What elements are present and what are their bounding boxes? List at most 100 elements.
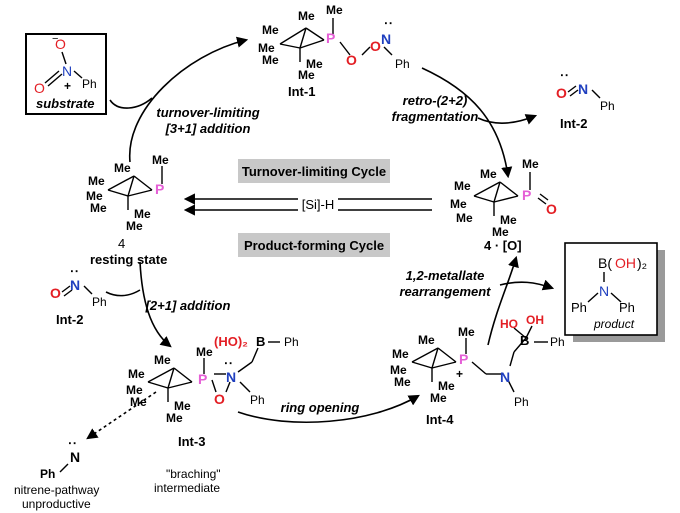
int1-o2: O bbox=[370, 38, 381, 54]
int4-p: P bbox=[459, 351, 468, 367]
catalyst-4-structure: Me Me Me Me Me Me Me P 4 resting state bbox=[86, 153, 169, 267]
silane-reduction-arrows: [Si]-H bbox=[183, 193, 432, 216]
int4-n-ph: Ph bbox=[514, 395, 529, 409]
int2-top-n: N bbox=[578, 81, 588, 97]
substrate-box-frame bbox=[25, 33, 107, 115]
int1-o1: O bbox=[346, 52, 357, 68]
arrow-int2-entry bbox=[105, 289, 141, 297]
cat-number: 4 bbox=[118, 236, 125, 251]
int2-left-colon: : bbox=[68, 269, 83, 273]
int1-n-colon: : bbox=[382, 21, 397, 25]
int3-structure: Me Me Me Me Me Me Me P O : N Ph (HO)₂ B … bbox=[126, 334, 299, 495]
int1-ph: Ph bbox=[395, 57, 410, 71]
ox-me3: Me bbox=[450, 197, 467, 211]
cat-me1: Me bbox=[88, 174, 105, 188]
int1-n: N bbox=[381, 31, 391, 47]
int2-left-ph: Ph bbox=[92, 295, 107, 309]
int3-me-p: Me bbox=[196, 345, 213, 359]
int1-me2: Me bbox=[298, 9, 315, 23]
cat-me4: Me bbox=[90, 201, 107, 215]
int3-me6: Me bbox=[166, 411, 183, 425]
int4-plus: + bbox=[456, 367, 463, 381]
nitrene-n: N bbox=[70, 449, 80, 465]
product-cycle-label: Product-forming Cycle bbox=[244, 238, 384, 253]
substrate-box: O − N Ph O + substrate bbox=[25, 33, 107, 115]
int1-me3: Me bbox=[258, 41, 275, 55]
int1-me6: Me bbox=[298, 68, 315, 82]
ox-p: P bbox=[522, 187, 531, 203]
step1-line2: [3+1] addition bbox=[165, 121, 251, 136]
int4-b-ph: Ph bbox=[550, 335, 565, 349]
product-box: B( OH )₂ N Ph Ph product bbox=[564, 242, 665, 342]
arrow-nitrene-pathway bbox=[86, 391, 157, 440]
product-ph-right: Ph bbox=[619, 300, 635, 315]
int3-label: Int-3 bbox=[178, 434, 205, 449]
cat-me5: Me bbox=[134, 207, 151, 221]
product-box-frame bbox=[564, 242, 658, 336]
substrate-o: O bbox=[34, 80, 45, 96]
turnover-cycle-label: Turnover-limiting Cycle bbox=[242, 164, 386, 179]
cat-me6: Me bbox=[126, 219, 143, 233]
product-sub2: )₂ bbox=[637, 255, 647, 271]
int4-me5: Me bbox=[438, 379, 455, 393]
int4-me4: Me bbox=[394, 375, 411, 389]
int3-b: B bbox=[256, 334, 265, 349]
int3-ph: Ph bbox=[250, 393, 265, 407]
nitrene-species: : N Ph nitrene-pathway unproductive bbox=[14, 441, 99, 511]
int1-me1: Me bbox=[262, 23, 279, 37]
ox-o: O bbox=[546, 201, 557, 217]
cat-me3: Me bbox=[86, 189, 103, 203]
nitrene-note1: nitrene-pathway bbox=[14, 483, 99, 497]
arrow-substrate-entry bbox=[109, 97, 153, 109]
int3-me3: Me bbox=[126, 383, 143, 397]
int2-top-structure: O : N Ph Int-2 bbox=[556, 73, 615, 131]
arrow-catalyst-to-int3 bbox=[139, 261, 172, 348]
nitrene-note2: unproductive bbox=[22, 497, 91, 511]
oxide-label: 4 · [O] bbox=[484, 238, 522, 253]
int4-me3: Me bbox=[390, 363, 407, 377]
product-oh: OH bbox=[615, 255, 636, 271]
substrate-plus: + bbox=[64, 79, 71, 93]
int2-top-colon: : bbox=[558, 73, 573, 77]
int3-o: O bbox=[214, 391, 225, 407]
int3-me5: Me bbox=[174, 399, 191, 413]
int3-n-colon: : bbox=[222, 361, 237, 365]
int2-left-n: N bbox=[70, 277, 80, 293]
cat-resting-state: resting state bbox=[90, 252, 167, 267]
int3-me2: Me bbox=[154, 353, 171, 367]
int4-me-p: Me bbox=[458, 325, 475, 339]
int1-p: P bbox=[326, 30, 335, 46]
int4-oh: OH bbox=[526, 313, 544, 327]
step2-line2: fragmentation bbox=[392, 109, 479, 124]
int2-left-structure: O : N Ph Int-2 bbox=[50, 269, 107, 327]
step5-line1: 1,2-metallate bbox=[406, 268, 485, 283]
int4-me1: Me bbox=[392, 347, 409, 361]
step4-label: ring opening bbox=[281, 400, 360, 415]
silane-label: [Si]-H bbox=[302, 197, 335, 212]
int4-n: N bbox=[500, 369, 510, 385]
int4-me6: Me bbox=[430, 391, 447, 405]
int1-label: Int-1 bbox=[288, 84, 315, 99]
step5-line2: rearrangement bbox=[399, 284, 491, 299]
product-n: N bbox=[599, 283, 609, 299]
ox-me-p: Me bbox=[522, 157, 539, 171]
int4-structure: Me Me Me Me Me Me Me P + N Ph B HO OH Ph… bbox=[390, 313, 565, 427]
int1-structure: Me Me Me Me Me Me Me P O O : N Ph Int-1 bbox=[258, 3, 410, 99]
step1-line1: turnover-limiting bbox=[156, 105, 259, 120]
int4-label: Int-4 bbox=[426, 412, 454, 427]
product-ph-left: Ph bbox=[571, 300, 587, 315]
cat-me-p: Me bbox=[152, 153, 169, 167]
ox-me4: Me bbox=[456, 211, 473, 225]
substrate-charge: − bbox=[52, 33, 58, 45]
turnover-cycle-band: Turnover-limiting Cycle bbox=[238, 159, 390, 183]
arrow-release-int2 bbox=[477, 114, 538, 125]
int3-n: N bbox=[226, 369, 236, 385]
int3-note2: intermediate bbox=[154, 481, 220, 495]
step3-label: [2+1] addition bbox=[145, 298, 231, 313]
int3-note1: "braching" bbox=[166, 467, 221, 481]
substrate-ph: Ph bbox=[82, 77, 97, 91]
nitrene-colon: : bbox=[66, 441, 81, 445]
int1-me4: Me bbox=[262, 53, 279, 67]
product-b: B( bbox=[598, 255, 612, 271]
int4-me2: Me bbox=[418, 333, 435, 347]
